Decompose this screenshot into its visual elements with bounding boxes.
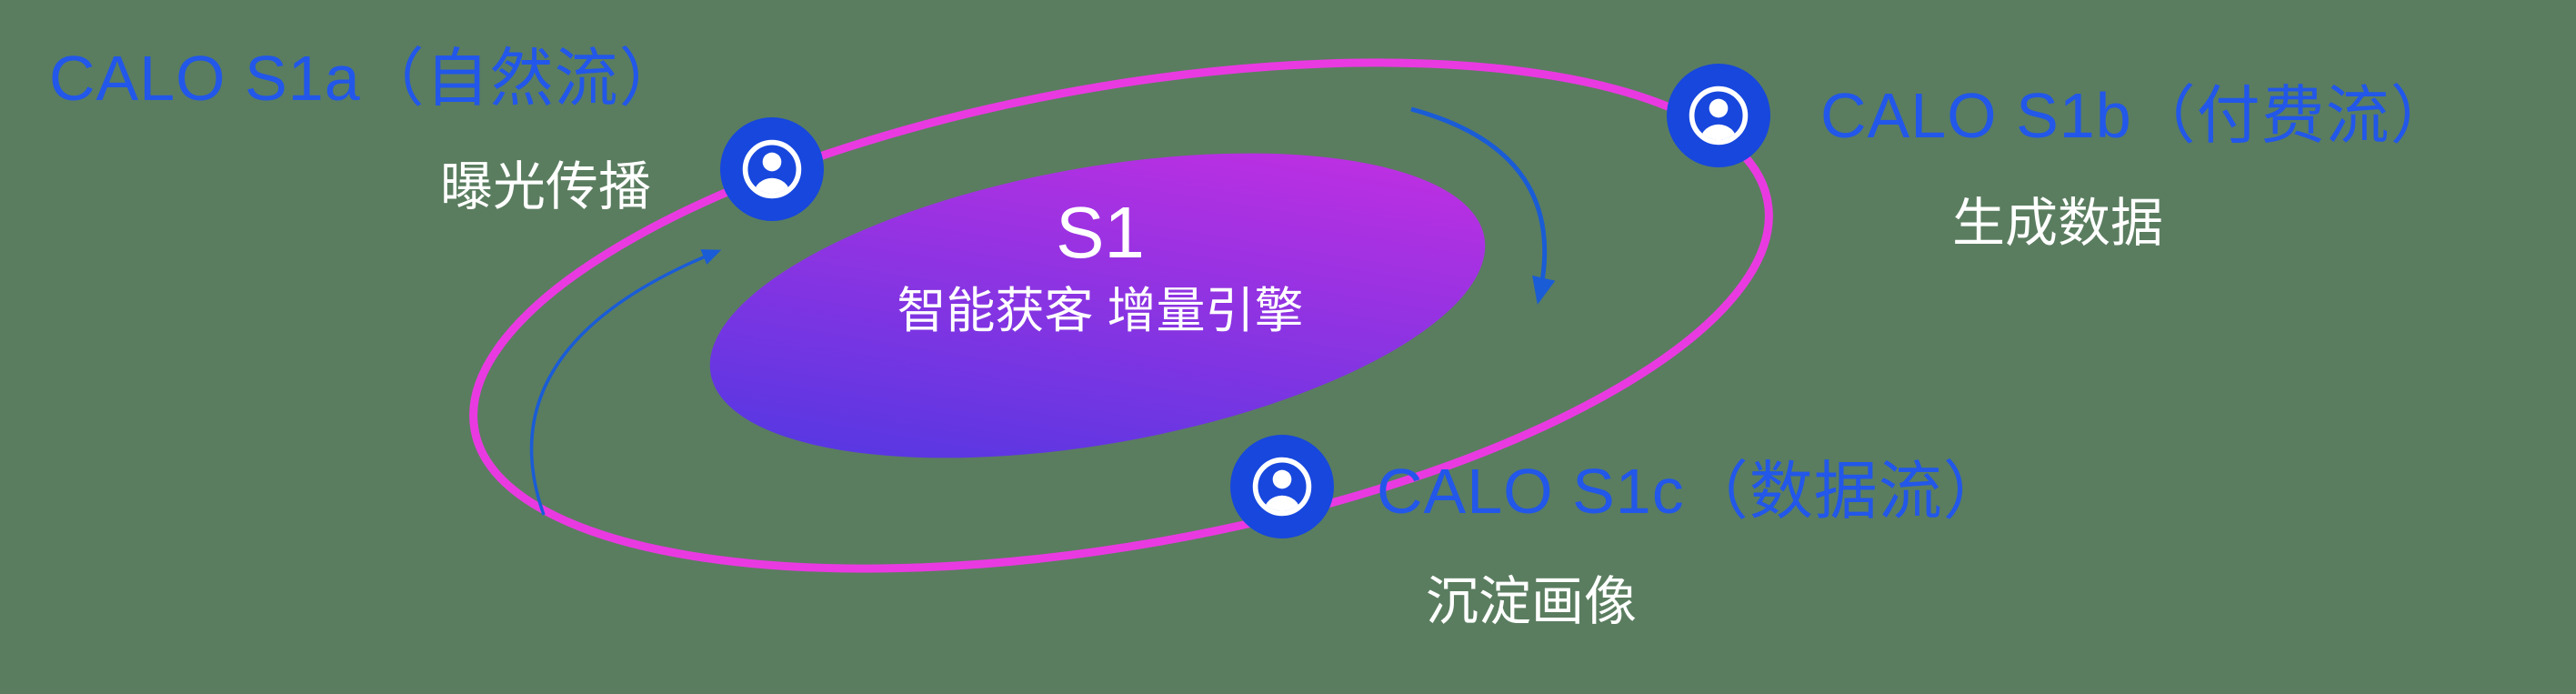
- arrow-left: [529, 249, 722, 516]
- core-subtitle: 智能获客 增量引擎: [897, 284, 1304, 338]
- orbit-ring: [469, 58, 1773, 573]
- user-in-circle-icon: [1230, 435, 1334, 538]
- node-s1b-sublabel: 生成数据: [1952, 194, 2164, 253]
- node-s1a-label: CALO S1a（自然流）: [49, 43, 684, 114]
- arrow-top-right: [1410, 106, 1556, 305]
- core-text: S1 智能获客 增量引擎: [827, 193, 1373, 341]
- core-title: S1: [1056, 192, 1145, 273]
- user-in-circle-icon: [720, 117, 824, 221]
- node-s1c-label: CALO S1c（数据流）: [1377, 456, 2008, 527]
- node-s1c-sublabel: 沉淀画像: [1426, 572, 1638, 631]
- core-ellipse: [709, 153, 1486, 458]
- node-s1a-sublabel: 曝光传播: [440, 157, 652, 216]
- node-s1b-label: CALO S1b（付费流）: [1820, 80, 2455, 151]
- user-in-circle-icon: [1667, 64, 1770, 167]
